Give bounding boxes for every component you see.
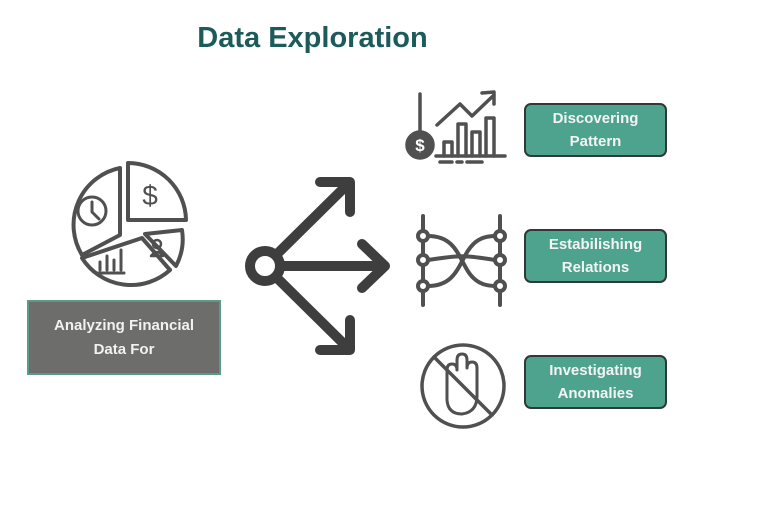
branch-arrows-icon: [245, 177, 390, 355]
tag-establishing-relations: Estabilishing Relations: [524, 229, 667, 283]
tag-line-2: Anomalies: [557, 385, 634, 402]
page-title: Data Exploration: [197, 22, 428, 54]
tag-discovering-pattern: Discovering Pattern: [524, 103, 667, 157]
connections-network-icon: [416, 214, 507, 307]
financial-growth-chart-icon: $: [405, 90, 507, 164]
pie-chart-icon: $: [71, 161, 188, 288]
no-hand-stop-icon: [420, 343, 506, 429]
source-line-2: Data For: [93, 340, 155, 358]
tag-investigating-anomalies: Investigating Anomalies: [524, 355, 667, 409]
svg-text:$: $: [415, 136, 425, 155]
tag-line-1: Estabilishing: [548, 236, 643, 253]
tag-line-1: Investigating: [549, 362, 642, 379]
source-line-1: Analyzing Financial: [53, 316, 195, 334]
tag-line-1: Discovering: [552, 110, 639, 127]
tag-line-2: Pattern: [569, 133, 622, 150]
tag-line-2: Relations: [561, 259, 630, 276]
svg-text:$: $: [142, 180, 158, 211]
